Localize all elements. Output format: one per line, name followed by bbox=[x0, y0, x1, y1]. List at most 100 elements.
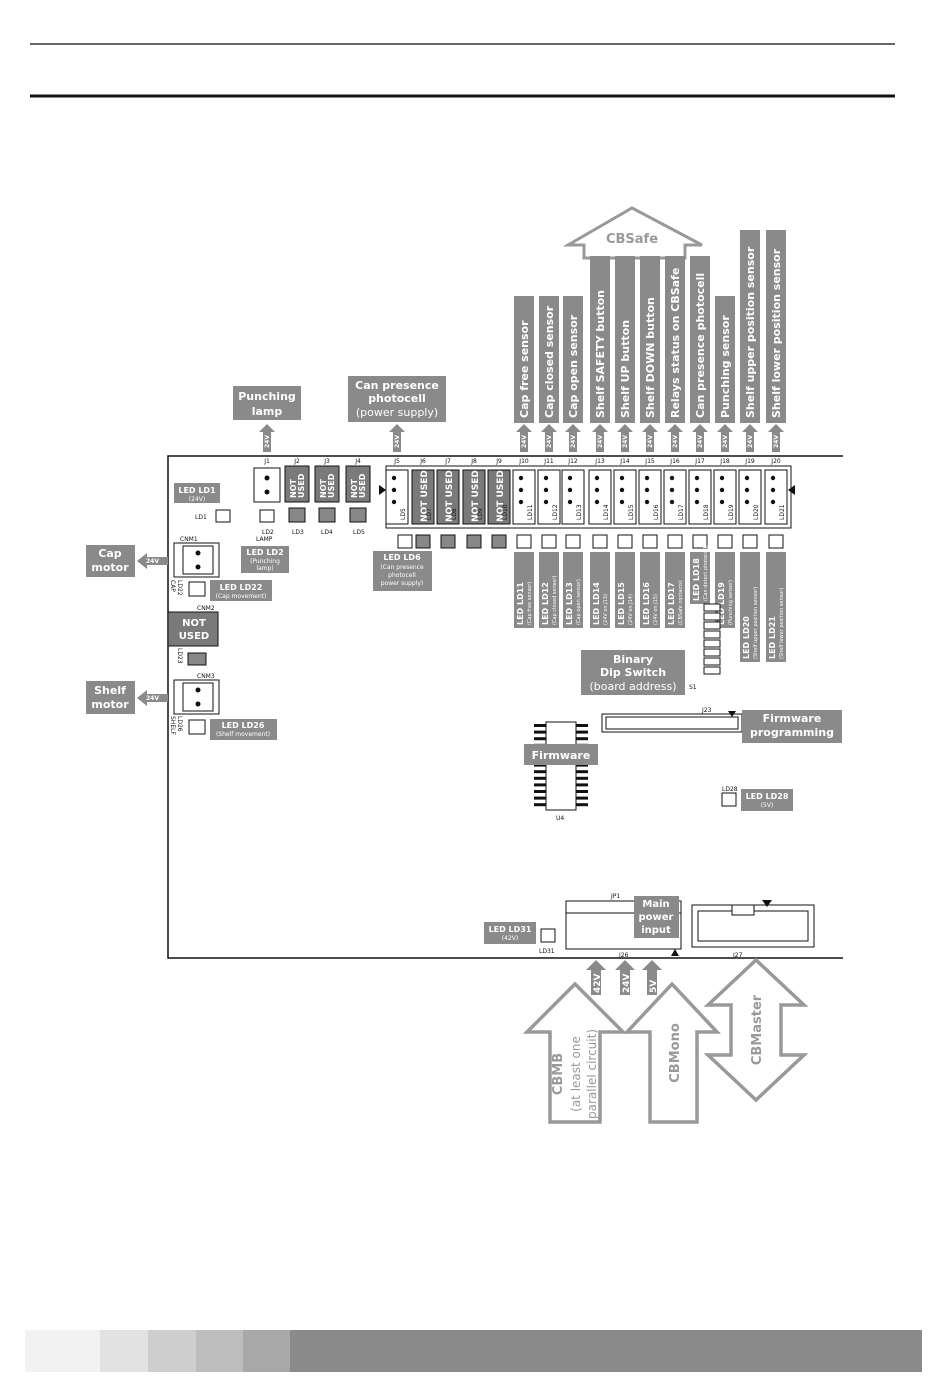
led-small bbox=[516, 534, 532, 549]
binary-dip-line2: Dip Switch bbox=[600, 666, 666, 679]
ld22-label: LD22 bbox=[176, 580, 183, 596]
not-used-connector bbox=[314, 465, 340, 503]
pin bbox=[264, 489, 270, 495]
sensor-box bbox=[740, 230, 760, 423]
cnm2-used: USED bbox=[179, 631, 209, 642]
not-used-text: NOT bbox=[350, 479, 359, 498]
ld-label: LD13 bbox=[576, 504, 583, 520]
cbmaster-label: CBMaster bbox=[750, 994, 765, 1065]
chip-pin bbox=[534, 783, 546, 787]
sensor-label: Shelf lower position sensor bbox=[770, 248, 783, 418]
main-power-line1: Main bbox=[642, 899, 669, 910]
pin bbox=[543, 499, 549, 505]
ld-label: LD9 bbox=[477, 508, 484, 520]
ld-label: LD5 bbox=[400, 508, 407, 520]
sensor-label: Punching sensor bbox=[719, 315, 732, 418]
fw-prog-line1: Firmware bbox=[763, 712, 822, 725]
pin bbox=[543, 475, 549, 481]
led-desc-box bbox=[590, 552, 610, 628]
connector bbox=[385, 469, 409, 525]
pin bbox=[391, 475, 397, 481]
can-presence-line1: Can presence bbox=[355, 379, 439, 392]
voltage-24-label: 24V bbox=[394, 435, 401, 448]
ld-label: LD10 bbox=[502, 504, 509, 520]
led-ld22-title: LED LD22 bbox=[220, 583, 263, 592]
dip-position bbox=[703, 639, 721, 648]
pin bbox=[619, 487, 625, 493]
led-desc-sub: (Shelf upper position sensor) bbox=[753, 587, 759, 659]
led-ld26-sub: (Shelf movement) bbox=[216, 731, 270, 738]
voltage-arrow bbox=[259, 424, 275, 452]
punching-lamp-line1: Punching bbox=[238, 390, 296, 403]
sensor-box bbox=[665, 256, 685, 423]
pin bbox=[719, 499, 725, 505]
ld-label: LD18 bbox=[703, 504, 710, 520]
cbmb-title: CBMB bbox=[551, 1053, 566, 1095]
cnm1-pin bbox=[195, 564, 201, 570]
not-used-connector bbox=[411, 469, 435, 525]
sensor-label: Shelf SAFETY button bbox=[594, 290, 607, 418]
led-desc-title: LED LD20 bbox=[742, 616, 751, 659]
connector-label: J18 bbox=[719, 458, 730, 465]
chip-pin bbox=[534, 770, 546, 774]
led-ld2-label: LED LD2 (Punching lamp) bbox=[241, 546, 289, 573]
sensor-box bbox=[514, 296, 534, 423]
led-small bbox=[592, 534, 608, 549]
led-small bbox=[415, 534, 431, 549]
led-desc-title: LED LD21 bbox=[768, 616, 777, 659]
pin bbox=[391, 487, 397, 493]
voltage-arrow bbox=[565, 424, 581, 452]
chip-pin bbox=[576, 770, 588, 774]
led-desc-box bbox=[766, 552, 786, 662]
voltage-arrow bbox=[586, 960, 606, 995]
cap-motor-label: Cap motor bbox=[86, 545, 135, 577]
chip-pin bbox=[576, 796, 588, 800]
punching-lamp-line2: lamp bbox=[252, 405, 283, 418]
chip-pin bbox=[534, 730, 546, 734]
ld26-led bbox=[188, 719, 206, 735]
footer-segment bbox=[196, 1330, 243, 1372]
not-used-connector bbox=[284, 465, 310, 503]
connector-label: J2 bbox=[293, 458, 300, 465]
led-small bbox=[617, 534, 633, 549]
led-desc-box bbox=[665, 552, 685, 628]
pin bbox=[770, 475, 776, 481]
cbmb-sub2: parallel circuit) bbox=[585, 1029, 599, 1119]
chip-pin bbox=[576, 790, 588, 793]
led-small bbox=[440, 534, 456, 549]
shelf-motor-arrow bbox=[137, 690, 168, 706]
led-desc-title: LED LD11 bbox=[516, 582, 525, 625]
voltage-arrow bbox=[642, 960, 662, 995]
not-used-connector bbox=[345, 465, 371, 503]
main-power-line2: power bbox=[639, 912, 674, 923]
lamp-label: LAMP bbox=[256, 536, 273, 543]
led-ld31-sub: (42V) bbox=[502, 935, 518, 942]
not-used-text: NOT USED bbox=[420, 470, 430, 522]
voltage-24-label: 24V bbox=[622, 435, 629, 448]
pin bbox=[770, 487, 776, 493]
sensor-label: Relays status on CBSafe bbox=[669, 268, 682, 418]
pin1-marker bbox=[379, 485, 386, 495]
pin bbox=[594, 499, 600, 505]
led-ld6-sub2: photocell bbox=[388, 572, 416, 579]
sensor-box bbox=[539, 296, 559, 423]
cnm3-pin bbox=[195, 687, 201, 693]
voltage-arrow bbox=[667, 424, 683, 452]
ld1-label: LD1 bbox=[195, 514, 207, 521]
not-used-connector bbox=[436, 469, 460, 525]
led-desc-title: LED LD14 bbox=[592, 582, 601, 625]
ld23-label: LD23 bbox=[176, 648, 183, 664]
connector-label: J15 bbox=[644, 458, 655, 465]
cnm1-pin bbox=[195, 550, 201, 556]
j26-label: J26 bbox=[618, 952, 629, 959]
ld-label: LD15 bbox=[628, 504, 635, 520]
j23-pin1-marker bbox=[728, 711, 736, 717]
led-ld28-label: LED LD28 (5V) bbox=[741, 789, 793, 811]
cbsafe-arrow bbox=[562, 206, 703, 260]
voltage-arrow bbox=[717, 424, 733, 452]
pin bbox=[669, 499, 675, 505]
led-ld31-label: LED LD31 (42V) bbox=[484, 922, 536, 944]
s1-label: S1 bbox=[689, 684, 697, 691]
cnm2-connector bbox=[167, 611, 219, 647]
